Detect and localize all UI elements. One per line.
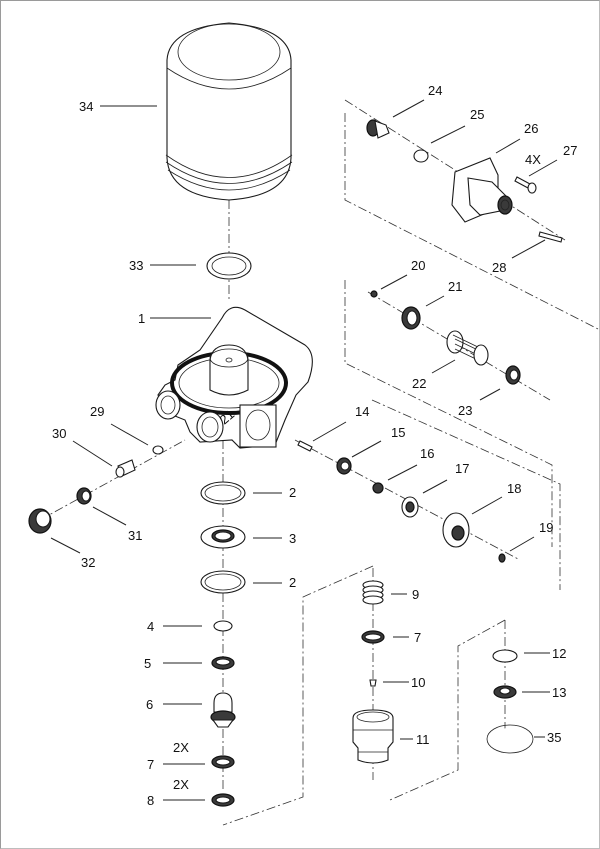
callout-22: 22 <box>412 376 426 391</box>
part-24[interactable] <box>366 119 390 139</box>
leader-lines <box>50 99 558 801</box>
cap-part-32[interactable] <box>28 508 52 534</box>
part-19[interactable] <box>498 553 506 563</box>
spring-part-9[interactable] <box>362 580 384 605</box>
spring-part-22[interactable] <box>446 330 489 366</box>
disc-part-12[interactable] <box>492 649 518 663</box>
part-23[interactable] <box>505 365 521 385</box>
callout-33: 33 <box>129 258 143 273</box>
callout-24: 24 <box>428 83 442 98</box>
part-31[interactable] <box>76 487 92 505</box>
callout-13: 13 <box>552 685 566 700</box>
part-14[interactable] <box>297 440 313 452</box>
callout-31: 31 <box>128 528 142 543</box>
callout-9: 9 <box>412 587 419 602</box>
callout-15: 15 <box>391 425 405 440</box>
callout-32: 32 <box>81 555 95 570</box>
callout-12: 12 <box>552 646 566 661</box>
callout-4: 4 <box>147 619 154 634</box>
part-25[interactable] <box>413 149 429 163</box>
callout-8: 8 <box>147 793 154 808</box>
callout-5: 5 <box>144 656 151 671</box>
axis-line <box>39 439 186 521</box>
part-4[interactable] <box>213 620 233 632</box>
callout-10: 10 <box>411 675 425 690</box>
callout-3: 3 <box>289 531 296 546</box>
o-ring-part-7[interactable] <box>211 755 235 769</box>
retaining-ring-part-35[interactable] <box>486 724 534 754</box>
part-26[interactable] <box>451 157 513 223</box>
part-27[interactable] <box>514 176 537 194</box>
filter-cartridge-part[interactable] <box>165 22 293 201</box>
part-15[interactable] <box>336 457 352 475</box>
callout-7: 7 <box>147 757 154 772</box>
o-ring-part-8[interactable] <box>211 793 235 807</box>
axis-line <box>344 99 566 241</box>
part-16[interactable] <box>372 482 384 494</box>
o-ring-part-2b[interactable] <box>200 570 246 594</box>
part-17[interactable] <box>401 496 419 518</box>
o-ring-part-7b[interactable] <box>361 630 385 644</box>
callout-20: 20 <box>411 258 425 273</box>
callout-11: 11 <box>416 732 430 747</box>
group-boundary <box>389 619 506 801</box>
callout-7-qty: 2X <box>173 740 189 755</box>
callout-8-qty: 2X <box>173 777 189 792</box>
diaphragm-part-18[interactable] <box>442 512 470 548</box>
callout-25: 25 <box>470 107 484 122</box>
callout-26: 26 <box>524 121 538 136</box>
o-ring-part-2[interactable] <box>200 481 246 505</box>
callout-16: 16 <box>420 446 434 461</box>
callout-7b: 7 <box>414 630 421 645</box>
callout-2: 2 <box>289 485 296 500</box>
callout-35: 35 <box>547 730 561 745</box>
valve-part-6[interactable] <box>210 692 236 728</box>
callout-19: 19 <box>539 520 553 535</box>
group-boundary <box>344 280 553 547</box>
callout-21: 21 <box>448 279 462 294</box>
callout-17: 17 <box>455 461 469 476</box>
callout-18: 18 <box>507 481 521 496</box>
part-28[interactable] <box>538 231 563 243</box>
part-10[interactable] <box>369 679 377 687</box>
group-boundary <box>222 565 374 826</box>
group-boundary <box>344 113 600 331</box>
callout-6: 6 <box>146 697 153 712</box>
part-13[interactable] <box>493 685 517 699</box>
part-5[interactable] <box>211 656 235 670</box>
washer-part-3[interactable] <box>200 525 246 549</box>
valve-cartridge-part-11[interactable] <box>352 709 394 764</box>
callout-2b: 2 <box>289 575 296 590</box>
part-20[interactable] <box>370 290 378 298</box>
callout-30: 30 <box>52 426 66 441</box>
callout-27: 27 <box>563 143 577 158</box>
group-boundary <box>371 399 561 590</box>
callout-28: 28 <box>492 260 506 275</box>
part-21[interactable] <box>401 306 421 330</box>
callout-29: 29 <box>90 404 104 419</box>
part-30[interactable] <box>115 459 136 478</box>
part-29[interactable] <box>152 445 164 455</box>
callout-23: 23 <box>458 403 472 418</box>
callout-14: 14 <box>355 404 369 419</box>
callout-1: 1 <box>138 311 145 326</box>
housing-body-part[interactable]: 21 <box>155 306 313 449</box>
callout-27-qty: 4X <box>525 152 541 167</box>
callout-34: 34 <box>79 99 93 114</box>
